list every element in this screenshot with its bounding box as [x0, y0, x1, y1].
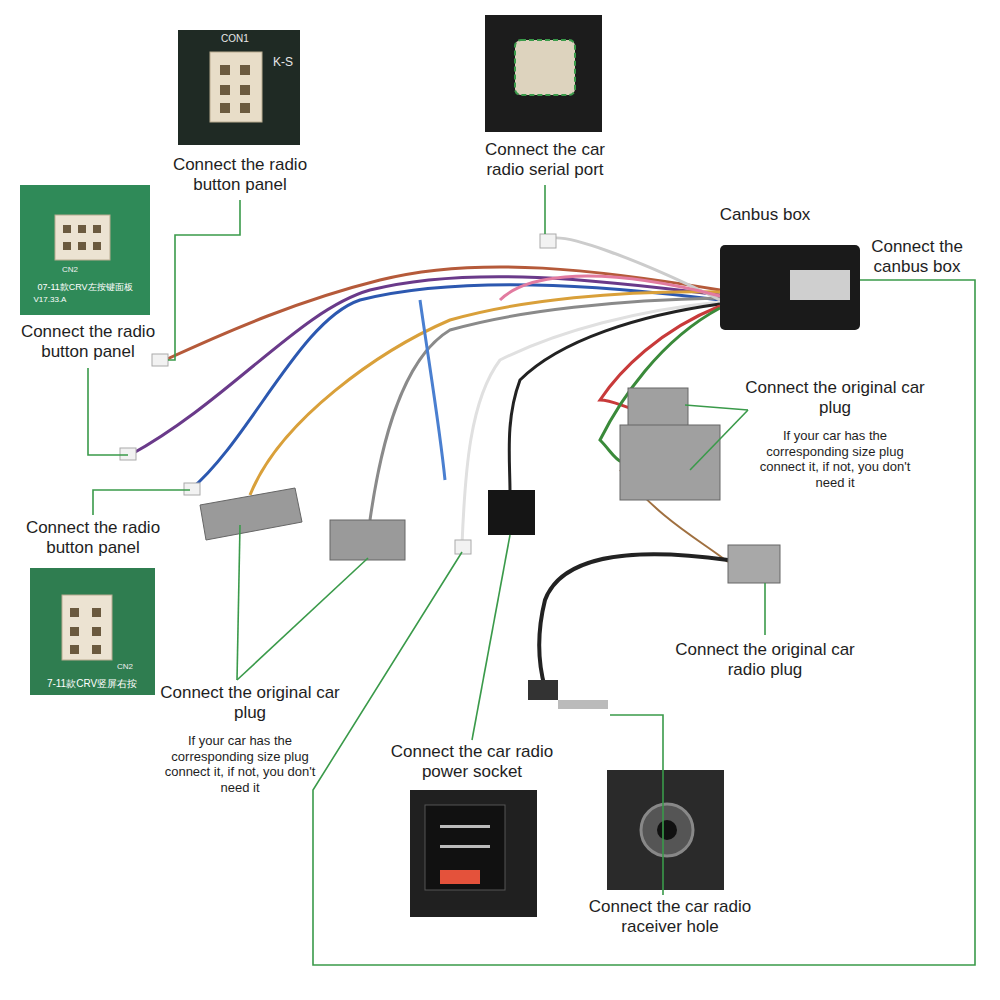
callout-label: Connect the original car radio plug — [660, 640, 870, 681]
photo-marking: CON1 — [205, 33, 265, 45]
original-plug — [628, 388, 688, 428]
callout-label: Connect the radio button panel — [155, 155, 325, 196]
callout-label: Connect the car radio raceiver hole — [580, 897, 760, 938]
photo-marking: CN2 — [105, 662, 145, 672]
power-socket — [425, 805, 505, 890]
panel-plug — [184, 483, 200, 495]
serial-port — [515, 40, 575, 95]
panel-plug — [152, 354, 168, 366]
button-panel-photo — [30, 568, 155, 695]
note-text: If your car has the corresponding size p… — [753, 428, 918, 490]
serial-port-photo — [485, 15, 602, 132]
callout-label: Connect the original car plug — [745, 378, 925, 419]
antenna-hole — [641, 804, 693, 856]
callout-label: Connect the canbus box — [852, 237, 982, 278]
photo-marking: CN2 — [50, 265, 90, 275]
original-plug — [620, 425, 720, 500]
pin-header — [210, 52, 262, 122]
canbus-plug — [455, 540, 471, 554]
callout-label: Connect the car radio serial port — [465, 140, 625, 181]
photo-marking: 07-11款CRV左按键面板 — [20, 282, 150, 293]
receiver-photo — [607, 770, 724, 890]
antenna-cable — [539, 554, 728, 688]
serial-plug — [540, 234, 556, 248]
antenna-hole-center — [657, 820, 677, 840]
pin-header — [55, 215, 110, 260]
radio-plug — [728, 545, 780, 583]
photo-marking: V17.33.A — [20, 295, 80, 305]
power-socket-photo — [410, 790, 537, 917]
button-panel-photo — [178, 30, 300, 145]
power-plug — [488, 490, 535, 535]
canbus-box — [720, 245, 860, 330]
note-text: If your car has the corresponding size p… — [155, 733, 325, 795]
antenna-plug — [528, 680, 558, 700]
callout-label: Connect the radio button panel — [3, 322, 173, 363]
pin-header — [62, 595, 112, 660]
original-plug — [330, 520, 405, 560]
original-plug — [200, 488, 302, 540]
panel-plug — [120, 448, 136, 460]
canbus-sticker — [790, 270, 850, 300]
photo-marking: 7-11款CRV竖屏右按 — [30, 678, 155, 690]
fuse — [440, 870, 480, 884]
callout-label: Connect the car radio power socket — [367, 742, 577, 783]
callout-label: K-S — [263, 55, 303, 69]
callout-label: Connect the original car plug — [160, 683, 340, 724]
antenna-pin — [558, 700, 608, 709]
button-panel-photo — [20, 185, 150, 315]
leader-lines — [88, 185, 975, 965]
callout-label: Canbus box — [695, 205, 835, 225]
callout-label: Connect the radio button panel — [8, 518, 178, 559]
wire-bundle — [130, 238, 728, 562]
